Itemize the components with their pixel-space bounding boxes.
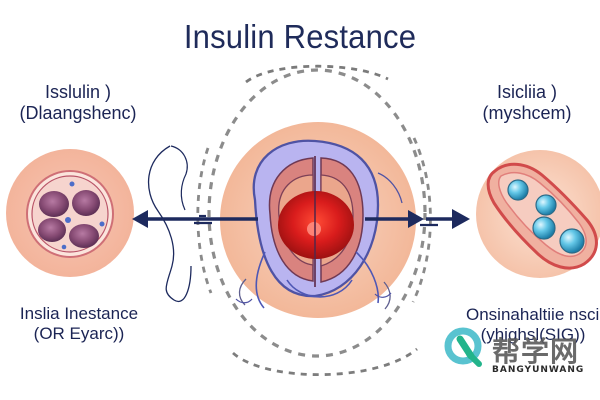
watermark-text: 帮学网 bbox=[492, 335, 580, 368]
watermark: 帮学网 BANGYUNWANG bbox=[444, 327, 594, 383]
watermark-subtext: BANGYUNWANG bbox=[492, 365, 585, 375]
bottom-right-label-line-2: (yhighsl(SIG)) bbox=[480, 324, 586, 344]
blue-cell-4 bbox=[559, 228, 585, 254]
blue-cell-2 bbox=[535, 194, 557, 216]
organ-vessel-bottom bbox=[286, 279, 353, 298]
left-small-curve bbox=[170, 145, 188, 211]
top-right-label-line-2: (myshcem) bbox=[482, 102, 572, 123]
arrow-group bbox=[132, 145, 470, 304]
center-dashed-ring bbox=[207, 68, 427, 358]
cell-nucleus-3 bbox=[38, 218, 66, 242]
right-arrow-head bbox=[408, 210, 424, 228]
cell-dot-3 bbox=[99, 221, 105, 227]
left-arrow-head bbox=[132, 210, 148, 228]
cell-nucleus-4 bbox=[69, 224, 99, 248]
bottom-left-label: Inslia Inestance (OR Eyarc)) bbox=[4, 304, 154, 343]
organ-small-root-right bbox=[383, 281, 391, 310]
center-group bbox=[196, 64, 432, 376]
small-right-wave bbox=[374, 292, 392, 298]
top-left-label-line-1: Isslulin ) bbox=[44, 82, 111, 102]
center-top-dashed-arc bbox=[245, 64, 389, 84]
bottom-right-label-line-1: Onsinahaltiie nscinge bbox=[466, 305, 600, 324]
top-right-label: Isicliia ) (myshcem) bbox=[462, 82, 592, 123]
cell-dot-2 bbox=[69, 181, 75, 187]
organ-vessel-right bbox=[355, 251, 380, 304]
far-right-arrow-head bbox=[452, 209, 470, 229]
top-left-label-line-2: (Dlaangshenc) bbox=[19, 102, 137, 123]
page-title: Insulin Restance bbox=[183, 18, 417, 55]
left-curved-line bbox=[147, 145, 192, 303]
cell-dot-4 bbox=[61, 244, 67, 250]
top-left-label: Isslulin ) (Dlaangshenc) bbox=[8, 82, 148, 123]
blue-cell-1 bbox=[507, 179, 529, 201]
blue-cell-3 bbox=[532, 216, 556, 240]
right-curved-line bbox=[377, 172, 403, 204]
top-right-label-line-1: Isicliia ) bbox=[496, 82, 557, 102]
small-left-wave bbox=[235, 298, 253, 304]
center-right-arc bbox=[411, 137, 432, 303]
left-cell-group bbox=[6, 149, 134, 277]
organ-core-highlight bbox=[307, 222, 321, 236]
right-vessel-group bbox=[476, 150, 600, 278]
center-bottom-dashed-arc bbox=[232, 347, 418, 376]
cell-nucleus-2 bbox=[72, 190, 100, 216]
bottom-left-label-line-2: (OR Eyarc)) bbox=[33, 323, 125, 343]
bottom-left-label-line-1: Inslia Inestance bbox=[19, 304, 139, 323]
organ-vessel-left bbox=[255, 251, 266, 309]
q-logo-icon bbox=[444, 327, 482, 367]
center-left-arc bbox=[196, 147, 213, 294]
cell-nucleus-1 bbox=[39, 191, 69, 217]
cell-dot-1 bbox=[65, 217, 71, 223]
bottom-right-label: Onsinahaltiie nscinge (yhighsl(SIG)) bbox=[466, 305, 600, 344]
